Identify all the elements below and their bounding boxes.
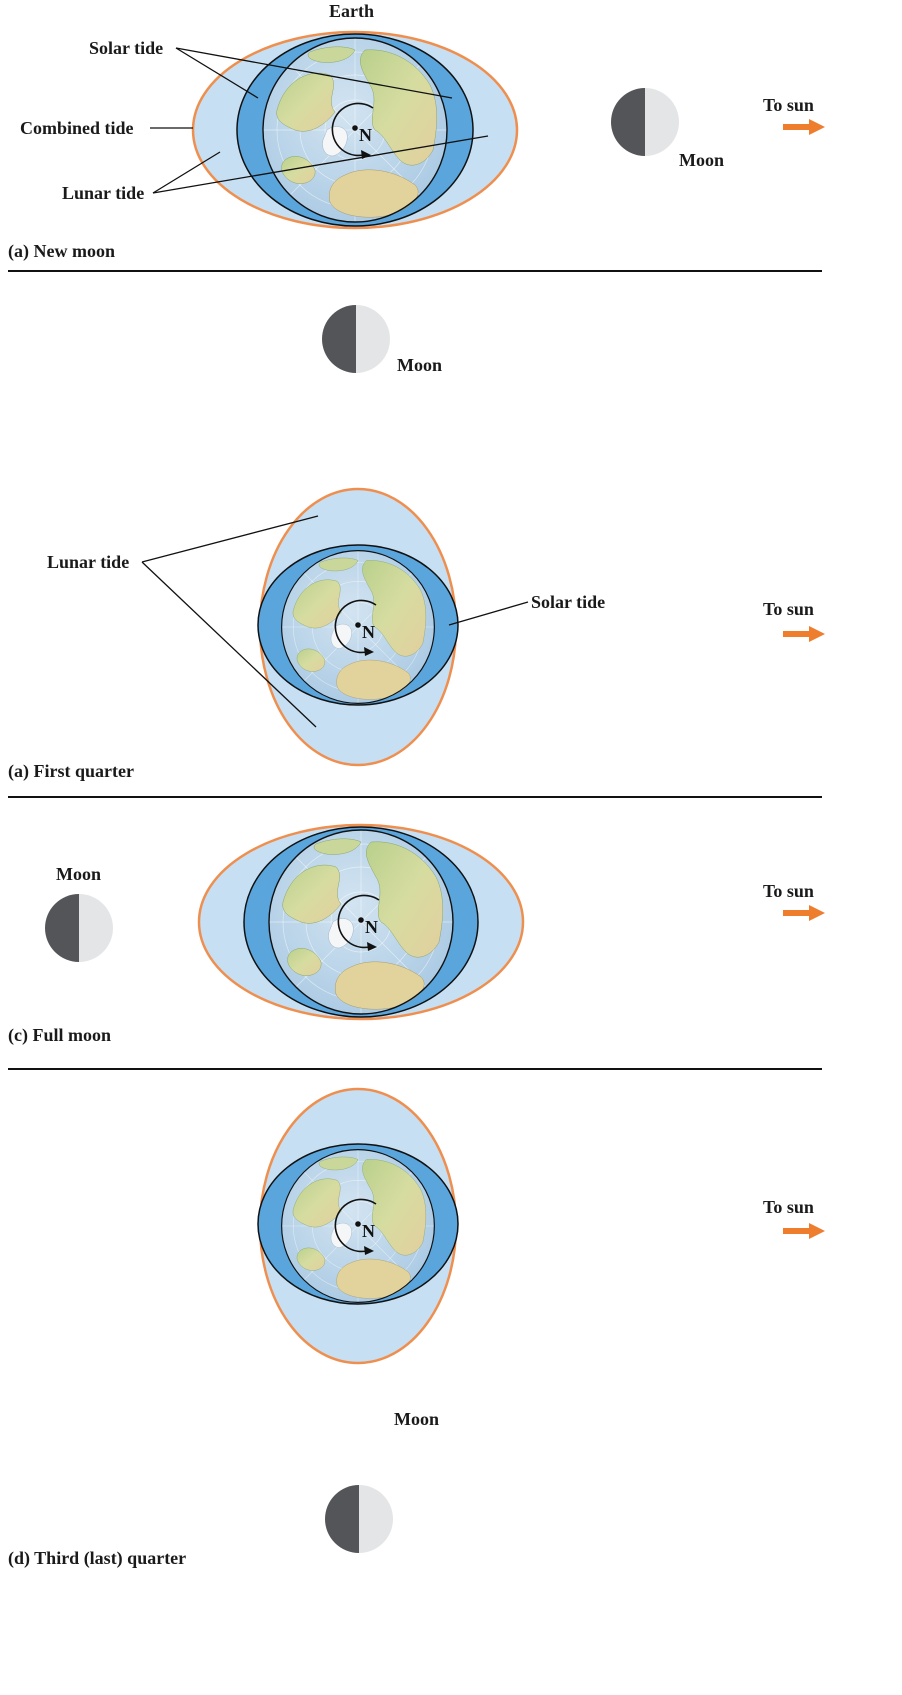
earth-label: Earth: [329, 1, 374, 21]
lunar-tide-label: Lunar tide: [62, 183, 144, 203]
to-sun-label: To sun: [763, 599, 814, 619]
north-pole-dot: [352, 125, 358, 131]
north-pole-label: N: [359, 125, 372, 145]
to-sun-label: To sun: [763, 881, 814, 901]
sun-direction-arrow-icon: [783, 905, 825, 921]
panel-full-moon: N Moon To sun (c) Full moon: [8, 823, 825, 1046]
moon-label: Moon: [56, 864, 101, 884]
to-sun-label: To sun: [763, 95, 814, 115]
lunar-tide-label: Lunar tide: [47, 552, 129, 572]
north-pole-dot: [355, 1221, 361, 1227]
sun-direction-arrow-icon: [783, 626, 825, 642]
panel-caption: (d) Third (last) quarter: [8, 1548, 186, 1569]
north-pole-label: N: [362, 1221, 375, 1241]
solar-tide-label: Solar tide: [89, 38, 163, 58]
panel-new-moon: N Earth Solar tide Combined tide Lunar t…: [8, 1, 825, 262]
moon-icon: [325, 1485, 393, 1553]
moon-icon: [322, 305, 390, 373]
combined-tide-label: Combined tide: [20, 118, 134, 138]
moon-label: Moon: [394, 1409, 439, 1429]
moon-label: Moon: [397, 355, 442, 375]
panel-caption: (a) New moon: [8, 241, 115, 262]
panel-third-quarter: N To sun Moon (d) Third (last) quarter: [8, 1087, 825, 1569]
to-sun-label: To sun: [763, 1197, 814, 1217]
sun-direction-arrow-icon: [783, 1223, 825, 1239]
panel-caption: (a) First quarter: [8, 761, 134, 782]
moon-icon: [611, 88, 679, 156]
north-pole-dot: [355, 622, 361, 628]
panel-first-quarter: Moon N Lunar tide Solar tide To sun (a) …: [8, 305, 825, 782]
sun-direction-arrow-icon: [783, 119, 825, 135]
north-pole-label: N: [362, 622, 375, 642]
north-pole-dot: [358, 917, 364, 923]
moon-icon: [45, 894, 113, 962]
solar-tide-label: Solar tide: [531, 592, 605, 612]
north-pole-label: N: [365, 917, 378, 937]
panel-caption: (c) Full moon: [8, 1025, 111, 1046]
moon-label: Moon: [679, 150, 724, 170]
